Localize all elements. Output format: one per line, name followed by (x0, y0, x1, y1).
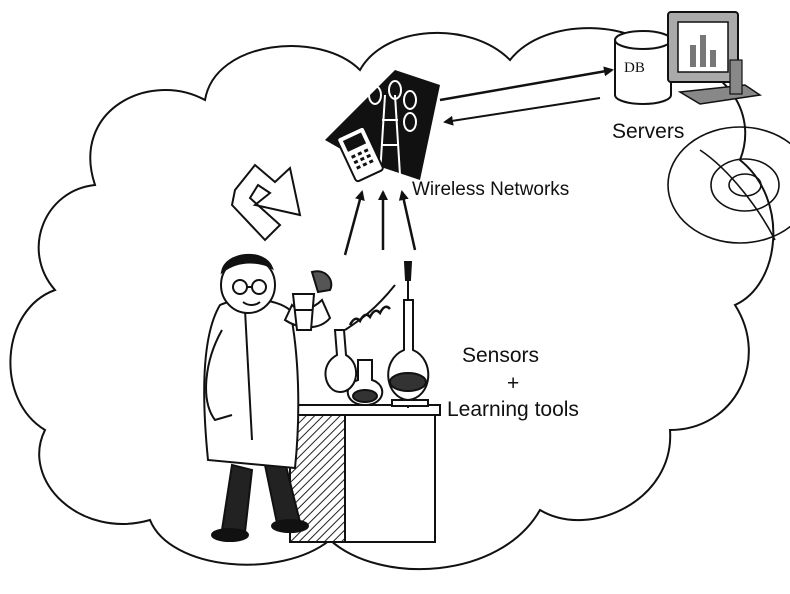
mobile-phone-icon (336, 125, 384, 183)
cloud-outline (9, 27, 775, 571)
target-rings-icon (667, 126, 790, 244)
arrow-tower-to-server (439, 66, 614, 102)
computer-monitor-icon (667, 11, 763, 105)
wireless-networks-label: Wireless Networks (412, 179, 570, 200)
arrow-up-1 (343, 190, 365, 256)
database-icon (614, 30, 672, 105)
arrow-server-to-tower (443, 97, 601, 126)
cell-tower-icon (325, 70, 440, 183)
scientist-icon (203, 254, 333, 542)
arrow-up-3 (398, 190, 417, 251)
learning-tools-label: Learning tools (447, 398, 579, 421)
database-label: DB (624, 60, 645, 76)
cycle-arrow-icon (230, 163, 302, 242)
lab-bench-icon (284, 404, 441, 543)
servers-label: Servers (612, 120, 685, 143)
lab-flask-icon (324, 261, 430, 408)
plus-label: + (507, 372, 520, 395)
sensors-label: Sensors (462, 344, 540, 367)
